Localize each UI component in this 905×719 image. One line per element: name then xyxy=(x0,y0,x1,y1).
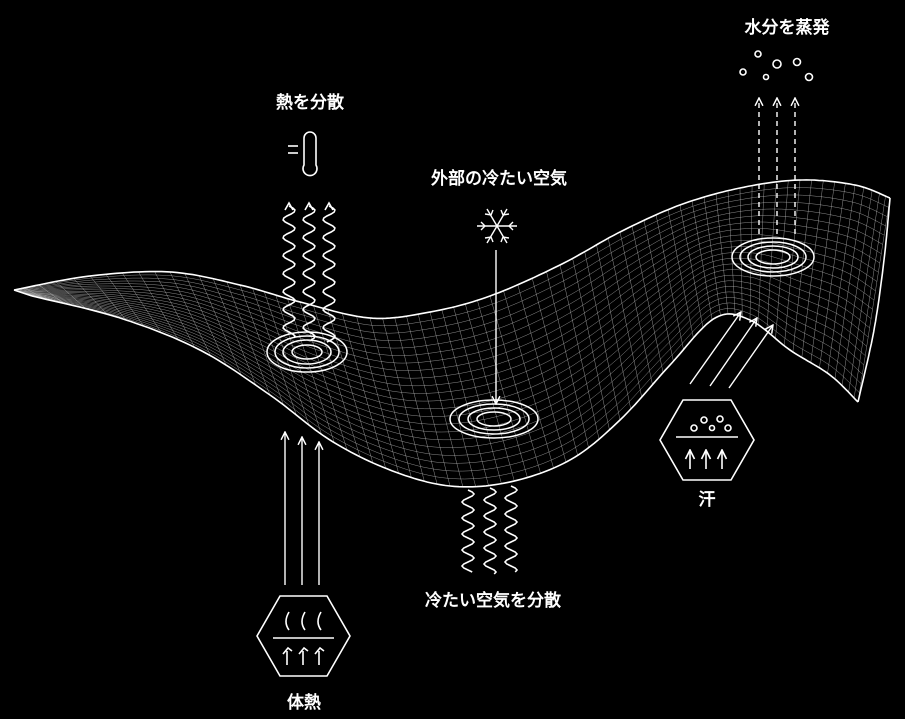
fabric-mesh-line xyxy=(19,228,880,371)
outside-cold-air-group: 外部の冷たい空気 xyxy=(431,168,567,439)
fabric-mesh-line xyxy=(21,240,877,386)
evaporation-arrows xyxy=(759,98,795,234)
fabric-mesh-line xyxy=(22,252,875,402)
heat-wave-line xyxy=(282,205,296,339)
fabric-mesh-line xyxy=(25,269,870,425)
heat-wave-arrowhead xyxy=(284,201,294,211)
fabric-mesh-line xyxy=(29,295,863,464)
fabric-mesh-line xyxy=(18,215,883,356)
cold-air-waves xyxy=(460,485,519,575)
disperse-heat-group: 熱を分散 xyxy=(266,92,348,373)
cold-air-wave-line xyxy=(460,489,476,573)
fabric-mesh-line xyxy=(28,291,864,456)
body-heat-label: 体熱 xyxy=(287,692,321,713)
evaporation-ripple xyxy=(731,237,815,277)
heat-wave-line xyxy=(322,205,336,343)
outside-cold-air-label: 外部の冷たい空気 xyxy=(431,168,567,189)
heat-ripple xyxy=(266,331,348,373)
sweat-arrows xyxy=(689,312,773,389)
cold-air-wave-line xyxy=(503,485,519,573)
fabric-surface xyxy=(13,179,891,488)
fabric-mesh-line xyxy=(30,295,862,472)
body-heat-group: 体熱 xyxy=(256,432,351,713)
fabric-mesh-line xyxy=(15,194,888,334)
heat-waves xyxy=(282,201,336,343)
fabric-mesh-line xyxy=(18,221,882,364)
evaporation-label: 水分を蒸発 xyxy=(745,17,831,38)
fabric-mesh-line xyxy=(17,208,885,349)
snowflake-icon xyxy=(477,208,517,244)
fabric-top-edge xyxy=(13,179,891,320)
cold-air-ripple xyxy=(449,399,539,439)
fabric-mesh-line xyxy=(13,179,891,319)
fabric-mesh-line xyxy=(20,234,879,379)
heat-wave-line xyxy=(302,205,316,341)
sweat-hexagon-icon xyxy=(659,399,755,481)
disperse-heat-label: 熱を分散 xyxy=(276,92,345,113)
disperse-cold-air-label: 冷たい空気を分散 xyxy=(425,590,562,611)
fabric-mesh-line xyxy=(22,246,876,394)
thermometer-icon xyxy=(288,131,318,177)
sweat-label: 汗 xyxy=(699,489,716,510)
fabric-right-edge xyxy=(857,197,891,403)
body-heat-arrows xyxy=(285,432,319,585)
evaporation-group: 水分を蒸発 xyxy=(731,17,831,277)
fabric-mesh-line xyxy=(24,263,872,417)
fabric-mesh-line xyxy=(26,275,869,433)
fabric-mesh-line xyxy=(16,201,886,341)
heat-wave-arrowhead xyxy=(304,201,314,211)
vapor-bubbles-icon xyxy=(739,50,814,82)
sweat-group: 汗 xyxy=(659,312,773,510)
heat-wave-arrowhead xyxy=(324,201,334,211)
fabric-mesh-line xyxy=(14,187,889,326)
cold-air-wave-line xyxy=(482,487,498,575)
fabric-left-edge xyxy=(13,289,33,297)
fabric-mesh-line xyxy=(27,286,866,448)
disperse-cold-air-group: 冷たい空気を分散 xyxy=(425,485,562,611)
body-heat-hexagon-icon xyxy=(256,595,351,677)
